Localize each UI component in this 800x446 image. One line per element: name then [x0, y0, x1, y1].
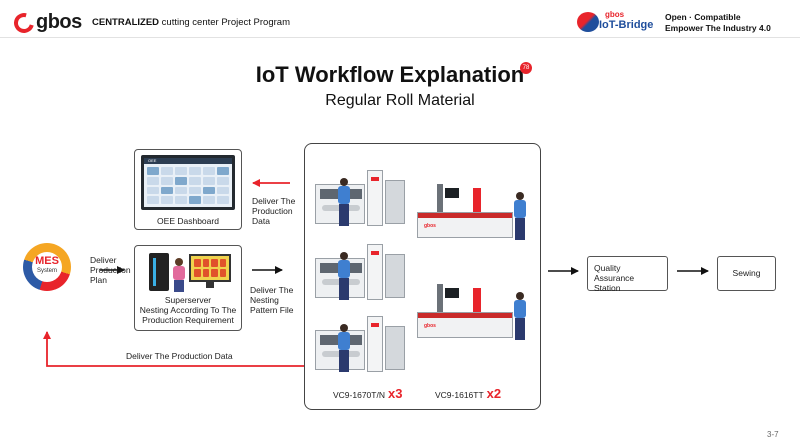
mes-title: MES — [35, 255, 59, 267]
arrow-machines-to-mes — [43, 331, 304, 367]
mes-subtitle: System — [36, 268, 57, 274]
superserver-box: Superserver Nesting According To The Pro… — [134, 245, 242, 331]
iot-bridge-icon — [577, 12, 599, 32]
label-deliver-production-data-top: Deliver The Production Data — [252, 196, 296, 226]
label-deliver-production-data-bottom: Deliver The Production Data — [126, 351, 233, 361]
brand-name: gbos — [36, 11, 82, 33]
model-count-b: x2 — [486, 386, 502, 401]
label-deliver-plan: Deliver Production Plan — [90, 255, 131, 285]
machine-vc9-1670tn — [315, 170, 407, 230]
sewing-box: Sewing — [717, 256, 776, 291]
header-divider — [0, 37, 800, 38]
machine-vc9-1616tt: gbos — [417, 184, 527, 244]
gbos-logo: gbos — [10, 8, 82, 37]
mes-system: MES System — [23, 243, 71, 303]
machine-vc9-1670tn — [315, 316, 407, 376]
machine-vc9-1670tn — [315, 244, 407, 304]
machine-vc9-1616tt: gbos — [417, 284, 527, 344]
superserver-label: Superserver Nesting According To The Pro… — [139, 295, 237, 325]
operator-figure — [171, 258, 187, 292]
slogan: Open · Compatible Empower The Industry 4… — [665, 12, 771, 33]
label-deliver-nesting: Deliver The Nesting Pattern File — [250, 285, 294, 315]
iot-bridge-logo: gbos IoT-Bridge — [577, 10, 657, 32]
server-tower-icon — [149, 253, 169, 291]
model-count-a: x3 — [387, 386, 403, 401]
page-number: 3-7 — [767, 430, 779, 439]
page-subtitle: Regular Roll Material — [325, 92, 475, 109]
oee-dashboard-box: OEE OEE Dashboard — [134, 149, 242, 230]
quality-assurance-box: Quality Assurance Station — [587, 256, 668, 293]
title-badge: 78 — [520, 62, 532, 74]
nesting-monitor-icon — [189, 254, 231, 282]
page-title: IoT Workflow Explanation — [255, 62, 525, 87]
oee-dashboard-label: OEE Dashboard — [157, 216, 219, 226]
cutting-machines-box: gbos gbos — [304, 143, 541, 410]
oee-monitor: OEE — [141, 155, 235, 210]
program-title: CENTRALIZED cutting center Project Progr… — [92, 17, 290, 28]
